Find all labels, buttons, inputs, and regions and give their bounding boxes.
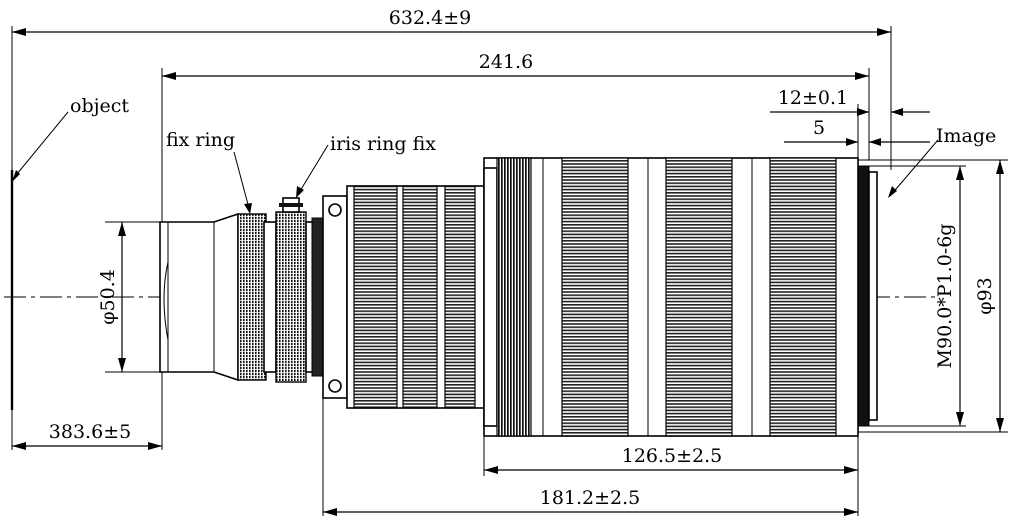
mount-thread — [868, 171, 878, 421]
fix-ring-callout: fix ring — [166, 129, 235, 151]
overall-length-label: 632.4±9 — [389, 7, 471, 29]
focus-ring — [496, 157, 532, 437]
lens-length-label: 241.6 — [479, 51, 533, 73]
rear-ring-1 — [561, 157, 629, 437]
lens-body — [159, 157, 878, 437]
rear-length-label: 126.5±2.5 — [622, 445, 723, 467]
flange-tolerance-label: 12±0.1 — [778, 87, 848, 109]
dimension-lines — [12, 28, 1004, 516]
object-callout: object — [70, 95, 129, 117]
zoom-ring-1 — [353, 185, 398, 409]
rear-ring-2 — [665, 157, 733, 437]
zoom-ring-3 — [444, 185, 476, 409]
mount-flange — [857, 165, 870, 427]
object-distance-label: 383.6±5 — [49, 421, 131, 443]
leaders — [11, 111, 939, 214]
rear-ring-3 — [769, 157, 837, 437]
image-callout: Image — [936, 125, 996, 147]
fix-ring — [237, 213, 267, 381]
iris-ring — [275, 211, 307, 383]
mount-thread-label: M90.0*P1.0-6g — [934, 224, 956, 369]
front-hood — [159, 212, 239, 382]
iris-ring-fix-callout: iris ring fix — [330, 133, 436, 155]
front-diameter-label: φ50.4 — [97, 269, 119, 325]
body-length-label: 181.2±2.5 — [540, 487, 641, 509]
flange-gap-label: 5 — [813, 117, 825, 139]
rear-diameter-label: φ93 — [974, 277, 996, 314]
zoom-ring-2 — [402, 185, 438, 409]
